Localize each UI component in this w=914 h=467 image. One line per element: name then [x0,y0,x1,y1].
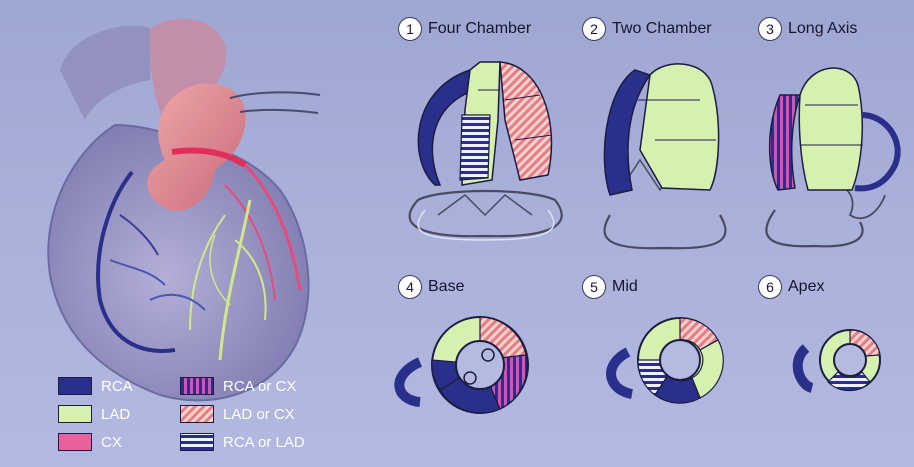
legend-item-lad-or-cx: LAD or CX [180,405,295,423]
view-label-long-axis: 3 Long Axis [758,17,857,41]
heart-illustration [48,19,320,401]
view-mid [611,318,723,403]
legend-item-rca-or-lad: RCA or LAD [180,433,305,451]
view-base [399,317,528,413]
view-name: Four Chamber [428,20,531,38]
view-apex [798,330,880,391]
view-label-apex: 6 Apex [758,275,824,299]
view-name: Apex [788,278,824,296]
rca-or-lad-swatch-icon [180,433,214,451]
legend-label: CX [101,434,122,451]
view-name: Two Chamber [612,20,712,38]
lad-swatch-icon [58,405,92,423]
view-name: Mid [612,278,638,296]
cx-swatch-icon [58,433,92,451]
view-long-axis [766,68,897,246]
legend-label: RCA or LAD [223,434,305,451]
view-number-badge: 2 [582,17,606,41]
legend-item-lad: LAD [58,405,130,423]
legend-label: LAD [101,406,130,423]
legend-item-rca: RCA [58,377,133,395]
rca-swatch-icon [58,377,92,395]
view-number-badge: 1 [398,17,422,41]
view-label-four-chamber: 1 Four Chamber [398,17,531,41]
view-two-chamber [604,64,725,248]
view-name: Base [428,278,464,296]
view-name: Long Axis [788,20,857,38]
lad-or-cx-swatch-icon [180,405,214,423]
view-label-mid: 5 Mid [582,275,638,299]
legend-label: LAD or CX [223,406,295,423]
legend-label: RCA or CX [223,378,296,395]
view-label-base: 4 Base [398,275,464,299]
view-number-badge: 4 [398,275,422,299]
rca-or-cx-swatch-icon [180,377,214,395]
view-four-chamber [410,62,562,240]
view-label-two-chamber: 2 Two Chamber [582,17,712,41]
legend-item-cx: CX [58,433,122,451]
view-number-badge: 5 [582,275,606,299]
legend: RCA LAD CX RCA or CX LAD or CX RCA or LA… [58,372,358,462]
legend-item-rca-or-cx: RCA or CX [180,377,296,395]
view-number-badge: 6 [758,275,782,299]
legend-label: RCA [101,378,133,395]
view-number-badge: 3 [758,17,782,41]
